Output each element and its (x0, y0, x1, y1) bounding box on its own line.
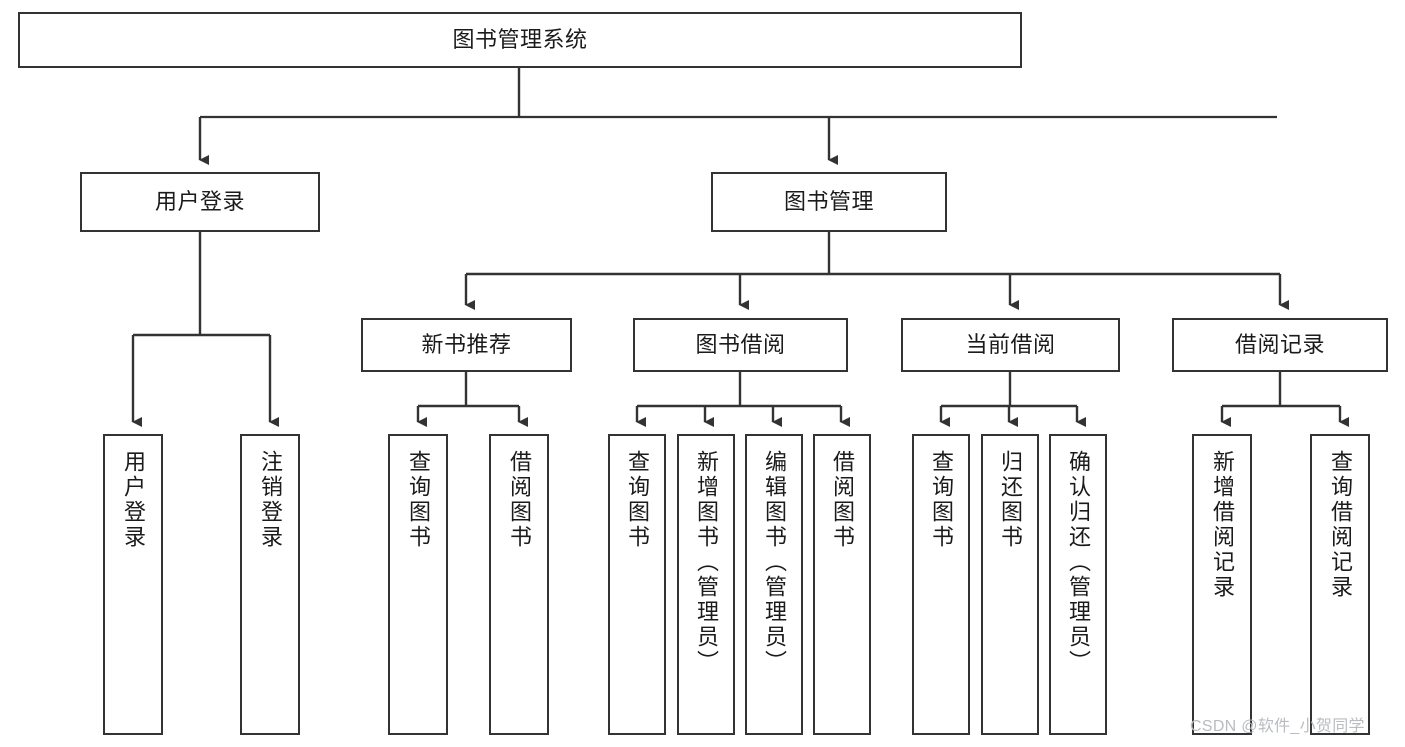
node-label: 查询图书 (406, 450, 431, 550)
node-label: 注销登录 (258, 450, 283, 550)
leaf-borrow-book[interactable]: 借阅图书 (813, 434, 871, 735)
leaf-query-borrow-record[interactable]: 查询借阅记录 (1310, 434, 1370, 735)
leaf-query-book-current[interactable]: 查询图书 (912, 434, 970, 735)
node-label: 当前借阅 (965, 332, 1056, 358)
node-label: 确认归还（管理员） (1066, 450, 1091, 675)
leaf-query-book-borrow[interactable]: 查询图书 (608, 434, 666, 735)
node-label: 借阅记录 (1234, 332, 1325, 358)
node-label: 新增图书（管理员） (694, 450, 719, 675)
node-new-book-recommend[interactable]: 新书推荐 (361, 318, 572, 372)
leaf-borrow-book-recommend[interactable]: 借阅图书 (489, 434, 549, 735)
node-label: 图书管理 (783, 189, 874, 215)
leaf-confirm-return-admin[interactable]: 确认归还（管理员） (1049, 434, 1107, 735)
node-borrow-record[interactable]: 借阅记录 (1172, 318, 1388, 372)
node-user-login[interactable]: 用户登录 (80, 172, 320, 232)
node-label: 用户登录 (154, 189, 245, 215)
node-label: 新书推荐 (421, 332, 512, 358)
leaf-logout-login[interactable]: 注销登录 (240, 434, 300, 735)
node-book-borrow[interactable]: 图书借阅 (633, 318, 848, 372)
node-label: 查询图书 (625, 450, 650, 550)
node-label: 查询图书 (929, 450, 954, 550)
node-root-book-management-system[interactable]: 图书管理系统 (18, 12, 1022, 68)
leaf-user-login[interactable]: 用户登录 (103, 434, 163, 735)
node-label: 图书管理系统 (452, 27, 588, 53)
node-book-management[interactable]: 图书管理 (711, 172, 947, 232)
leaf-add-book-admin[interactable]: 新增图书（管理员） (677, 434, 735, 735)
node-label: 用户登录 (121, 450, 146, 550)
node-current-borrow[interactable]: 当前借阅 (901, 318, 1120, 372)
leaf-query-book-recommend[interactable]: 查询图书 (388, 434, 448, 735)
leaf-edit-book-admin[interactable]: 编辑图书（管理员） (745, 434, 803, 735)
node-label: 归还图书 (998, 450, 1023, 550)
node-label: 编辑图书（管理员） (762, 450, 787, 675)
node-label: 借阅图书 (830, 450, 855, 550)
node-label: 借阅图书 (507, 450, 532, 550)
node-label: 图书借阅 (695, 332, 786, 358)
leaf-return-book[interactable]: 归还图书 (981, 434, 1039, 735)
node-label: 新增借阅记录 (1210, 450, 1235, 600)
watermark-text: CSDN @软件_小贺同学 (1190, 718, 1365, 735)
leaf-add-borrow-record[interactable]: 新增借阅记录 (1192, 434, 1252, 735)
node-label: 查询借阅记录 (1328, 450, 1353, 600)
